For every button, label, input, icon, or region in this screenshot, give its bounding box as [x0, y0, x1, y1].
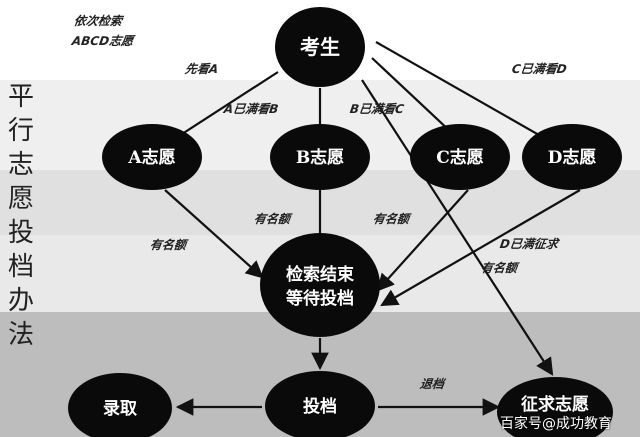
node-search-end-line1: 检索结束	[286, 264, 354, 285]
node-admit	[68, 373, 172, 437]
edge-c-search	[376, 189, 469, 292]
node-a	[102, 124, 202, 190]
node-a-label: A志愿	[127, 147, 175, 168]
edge-student-solicit	[361, 79, 554, 376]
node-admit-label: 录取	[103, 399, 137, 419]
node-search-end	[260, 233, 380, 337]
label-d-full-solicit: D已满征求	[498, 237, 559, 251]
label-b-full-c: B已满看C	[348, 102, 405, 116]
watermark: 百家号@成功教育	[500, 416, 612, 432]
node-d-label: D志愿	[548, 147, 597, 168]
node-submit	[265, 371, 375, 437]
label-solicit-quota: 有名额	[479, 261, 518, 275]
node-b	[270, 124, 370, 190]
node-c-label: C志愿	[436, 147, 484, 168]
label-reject: 退档	[418, 377, 445, 391]
note-line2: ABCD志愿	[70, 34, 135, 48]
node-d	[522, 124, 622, 190]
node-submit-label: 投档	[303, 396, 337, 417]
edge-student-d	[375, 41, 562, 149]
label-c-quota: 有名额	[371, 212, 410, 226]
label-a-quota: 有名额	[148, 238, 187, 252]
label-b-quota: 有名额	[252, 212, 291, 226]
node-search-end-line2: 等待投档	[286, 288, 354, 309]
edge-d-search	[380, 189, 581, 307]
node-solicit	[497, 377, 613, 437]
node-b-label: B志愿	[296, 147, 344, 168]
vertical-title: 平行志愿投档办法	[7, 82, 34, 350]
note-line1: 依次检索	[72, 14, 123, 28]
node-c	[410, 124, 510, 190]
node-solicit-label: 征求志愿	[521, 394, 589, 415]
label-a-full-b: A已满看B	[222, 102, 280, 116]
label-c-full-d: C已满看D	[510, 62, 568, 76]
label-first-a: 先看A	[183, 62, 220, 76]
edge-a-search	[164, 189, 264, 279]
node-student	[275, 7, 365, 87]
node-student-label: 考生	[300, 35, 340, 59]
